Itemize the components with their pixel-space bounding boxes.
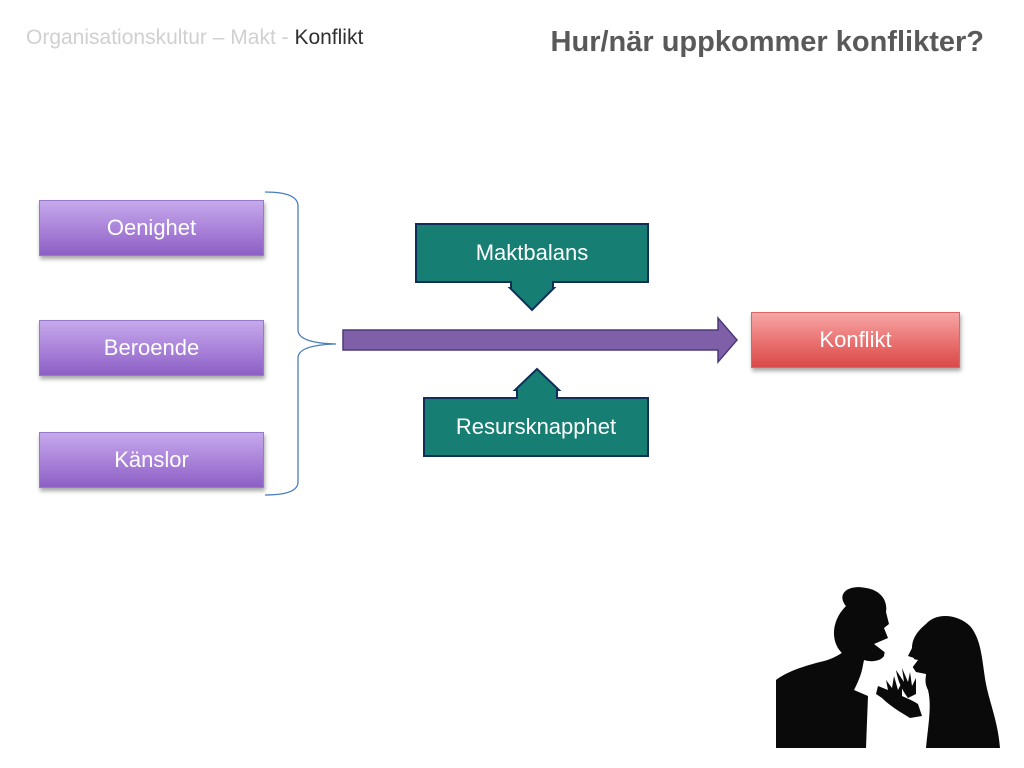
- source-box-oenighet: Oenighet: [39, 200, 264, 256]
- source-label: Känslor: [114, 447, 189, 472]
- source-box-beroende: Beroende: [39, 320, 264, 376]
- breadcrumb: Organisationskultur – Makt - Konflikt: [26, 25, 363, 51]
- source-label: Oenighet: [106, 215, 197, 240]
- arguing-couple-silhouette-icon: [776, 587, 1000, 748]
- maktbalans-label: Maktbalans: [475, 240, 589, 265]
- breadcrumb-path: Organisationskultur – Makt -: [26, 26, 295, 49]
- resursknapphet-label: Resursknapphet: [455, 414, 617, 439]
- page-title: Hur/när uppkommer konflikter?: [550, 26, 984, 58]
- resursknapphet-callout-shape: [423, 367, 649, 457]
- source-label: Beroende: [103, 335, 200, 360]
- main-arrow: [342, 315, 738, 365]
- source-box-kanslor: Känslor: [39, 432, 264, 488]
- resursknapphet-label-box: Resursknapphet: [424, 398, 648, 456]
- breadcrumb-current: Konflikt: [294, 26, 364, 49]
- result-label: Konflikt: [819, 327, 892, 352]
- grouping-bracket: [264, 191, 337, 496]
- maktbalans-callout-shape: [415, 223, 649, 312]
- maktbalans-label-box: Maktbalans: [416, 224, 648, 282]
- result-box-konflikt: Konflikt: [751, 312, 960, 368]
